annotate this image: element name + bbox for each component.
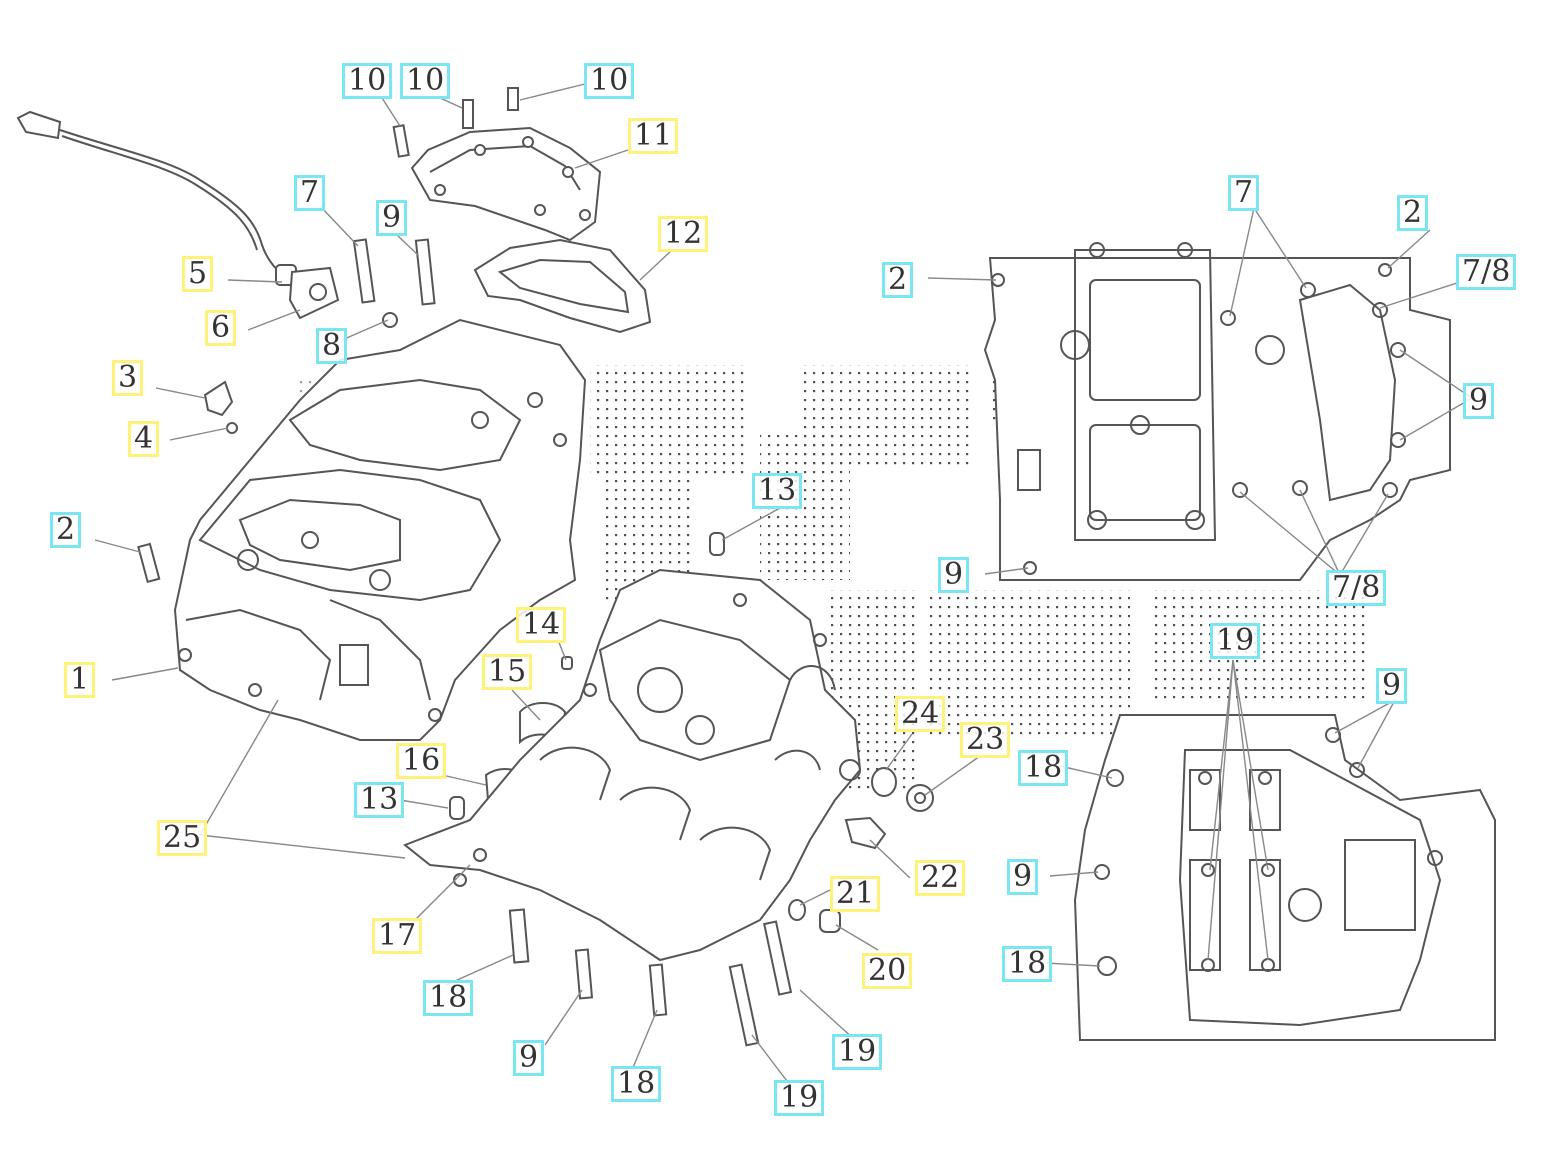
callout-19: 19 bbox=[774, 1080, 825, 1116]
callout-18: 18 bbox=[1002, 946, 1053, 982]
callout-10: 10 bbox=[400, 63, 451, 99]
callout-9: 9 bbox=[376, 200, 408, 236]
callout-11: 11 bbox=[628, 118, 679, 154]
sensor-harness bbox=[16, 110, 340, 320]
callout-10: 10 bbox=[584, 63, 635, 99]
callout-1: 1 bbox=[64, 662, 96, 698]
callout-5: 5 bbox=[182, 256, 214, 292]
bottom-view-drawing bbox=[1073, 714, 1496, 1041]
callout-15: 15 bbox=[482, 654, 533, 690]
callout-20: 20 bbox=[862, 953, 913, 989]
callout-2: 2 bbox=[1397, 195, 1429, 231]
callout-25: 25 bbox=[157, 820, 208, 856]
top-view-leaders bbox=[927, 207, 1473, 576]
callout-24: 24 bbox=[895, 696, 946, 732]
callout-12: 12 bbox=[658, 216, 709, 252]
callout-23: 23 bbox=[960, 722, 1011, 758]
callout-22: 22 bbox=[915, 860, 966, 896]
bolts bbox=[137, 87, 793, 1047]
callout-18: 18 bbox=[611, 1066, 662, 1102]
callout-21: 21 bbox=[830, 876, 881, 912]
callout-19: 19 bbox=[832, 1034, 883, 1070]
callout-2: 2 bbox=[882, 262, 914, 298]
callout-13: 13 bbox=[752, 473, 803, 509]
cover-plate bbox=[410, 126, 602, 242]
callout-9: 9 bbox=[1007, 859, 1039, 895]
callout-6: 6 bbox=[205, 310, 237, 346]
lower-crankcase bbox=[403, 568, 862, 962]
callout-18: 18 bbox=[423, 980, 474, 1016]
bottom-view-leaders bbox=[1044, 659, 1396, 967]
callout-7-8: 7/8 bbox=[1326, 570, 1387, 606]
callout-7: 7 bbox=[294, 175, 326, 211]
callout-8: 8 bbox=[316, 328, 348, 364]
callout-17: 17 bbox=[372, 918, 423, 954]
callout-10: 10 bbox=[342, 63, 393, 99]
callout-4: 4 bbox=[128, 421, 160, 457]
upper-crankcase bbox=[173, 318, 587, 741]
callout-7: 7 bbox=[1228, 175, 1260, 211]
callout-9: 9 bbox=[1376, 668, 1408, 704]
callout-9: 9 bbox=[513, 1040, 545, 1076]
callout-19: 19 bbox=[1210, 623, 1261, 659]
callout-7-8: 7/8 bbox=[1456, 254, 1517, 290]
callout-2: 2 bbox=[50, 512, 82, 548]
callout-13: 13 bbox=[354, 782, 405, 818]
gasket bbox=[473, 238, 652, 334]
callout-9: 9 bbox=[938, 557, 970, 593]
callout-16: 16 bbox=[396, 743, 447, 779]
callout-14: 14 bbox=[516, 607, 567, 643]
callout-9: 9 bbox=[1463, 383, 1495, 419]
callout-18: 18 bbox=[1018, 750, 1069, 786]
leader-lines bbox=[94, 83, 981, 1086]
top-view-drawing bbox=[983, 242, 1451, 581]
callout-3: 3 bbox=[112, 360, 144, 396]
